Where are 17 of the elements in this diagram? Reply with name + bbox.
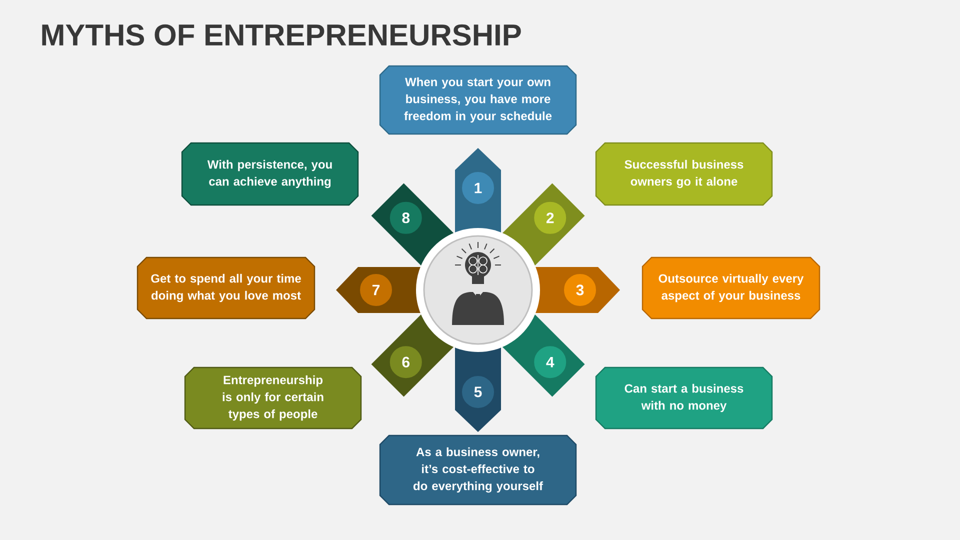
number-badge: 1 bbox=[460, 170, 496, 206]
title: MYTHS OF ENTREPRENEURSHIP bbox=[42, 24, 521, 46]
number-badge: 8 bbox=[388, 200, 424, 236]
myth-box: Outsource virtually every aspect of your business bbox=[642, 256, 820, 320]
myth-box: As a business owner, it’s cost-effective to do everything yourself bbox=[379, 434, 577, 506]
number-badge: 5 bbox=[460, 374, 496, 410]
number-badge: 4 bbox=[532, 344, 568, 380]
number-badge: 3 bbox=[562, 272, 598, 308]
myth-box: With persistence, you can achieve anything bbox=[181, 142, 359, 206]
myth-box: Successful business owners go it alone bbox=[595, 142, 773, 206]
myth-box: When you start your own business, you have more freedom in your schedule bbox=[379, 65, 577, 135]
number-badge: 2 bbox=[532, 200, 568, 236]
myth-box: Can start a business with no money bbox=[595, 366, 773, 430]
number-badge: 7 bbox=[358, 272, 394, 308]
myth-box: Get to spend all your time doing what you love most bbox=[136, 256, 316, 320]
number-badge: 6 bbox=[388, 344, 424, 380]
myth-box: Entrepreneurship is only for certain types of people bbox=[184, 366, 362, 430]
